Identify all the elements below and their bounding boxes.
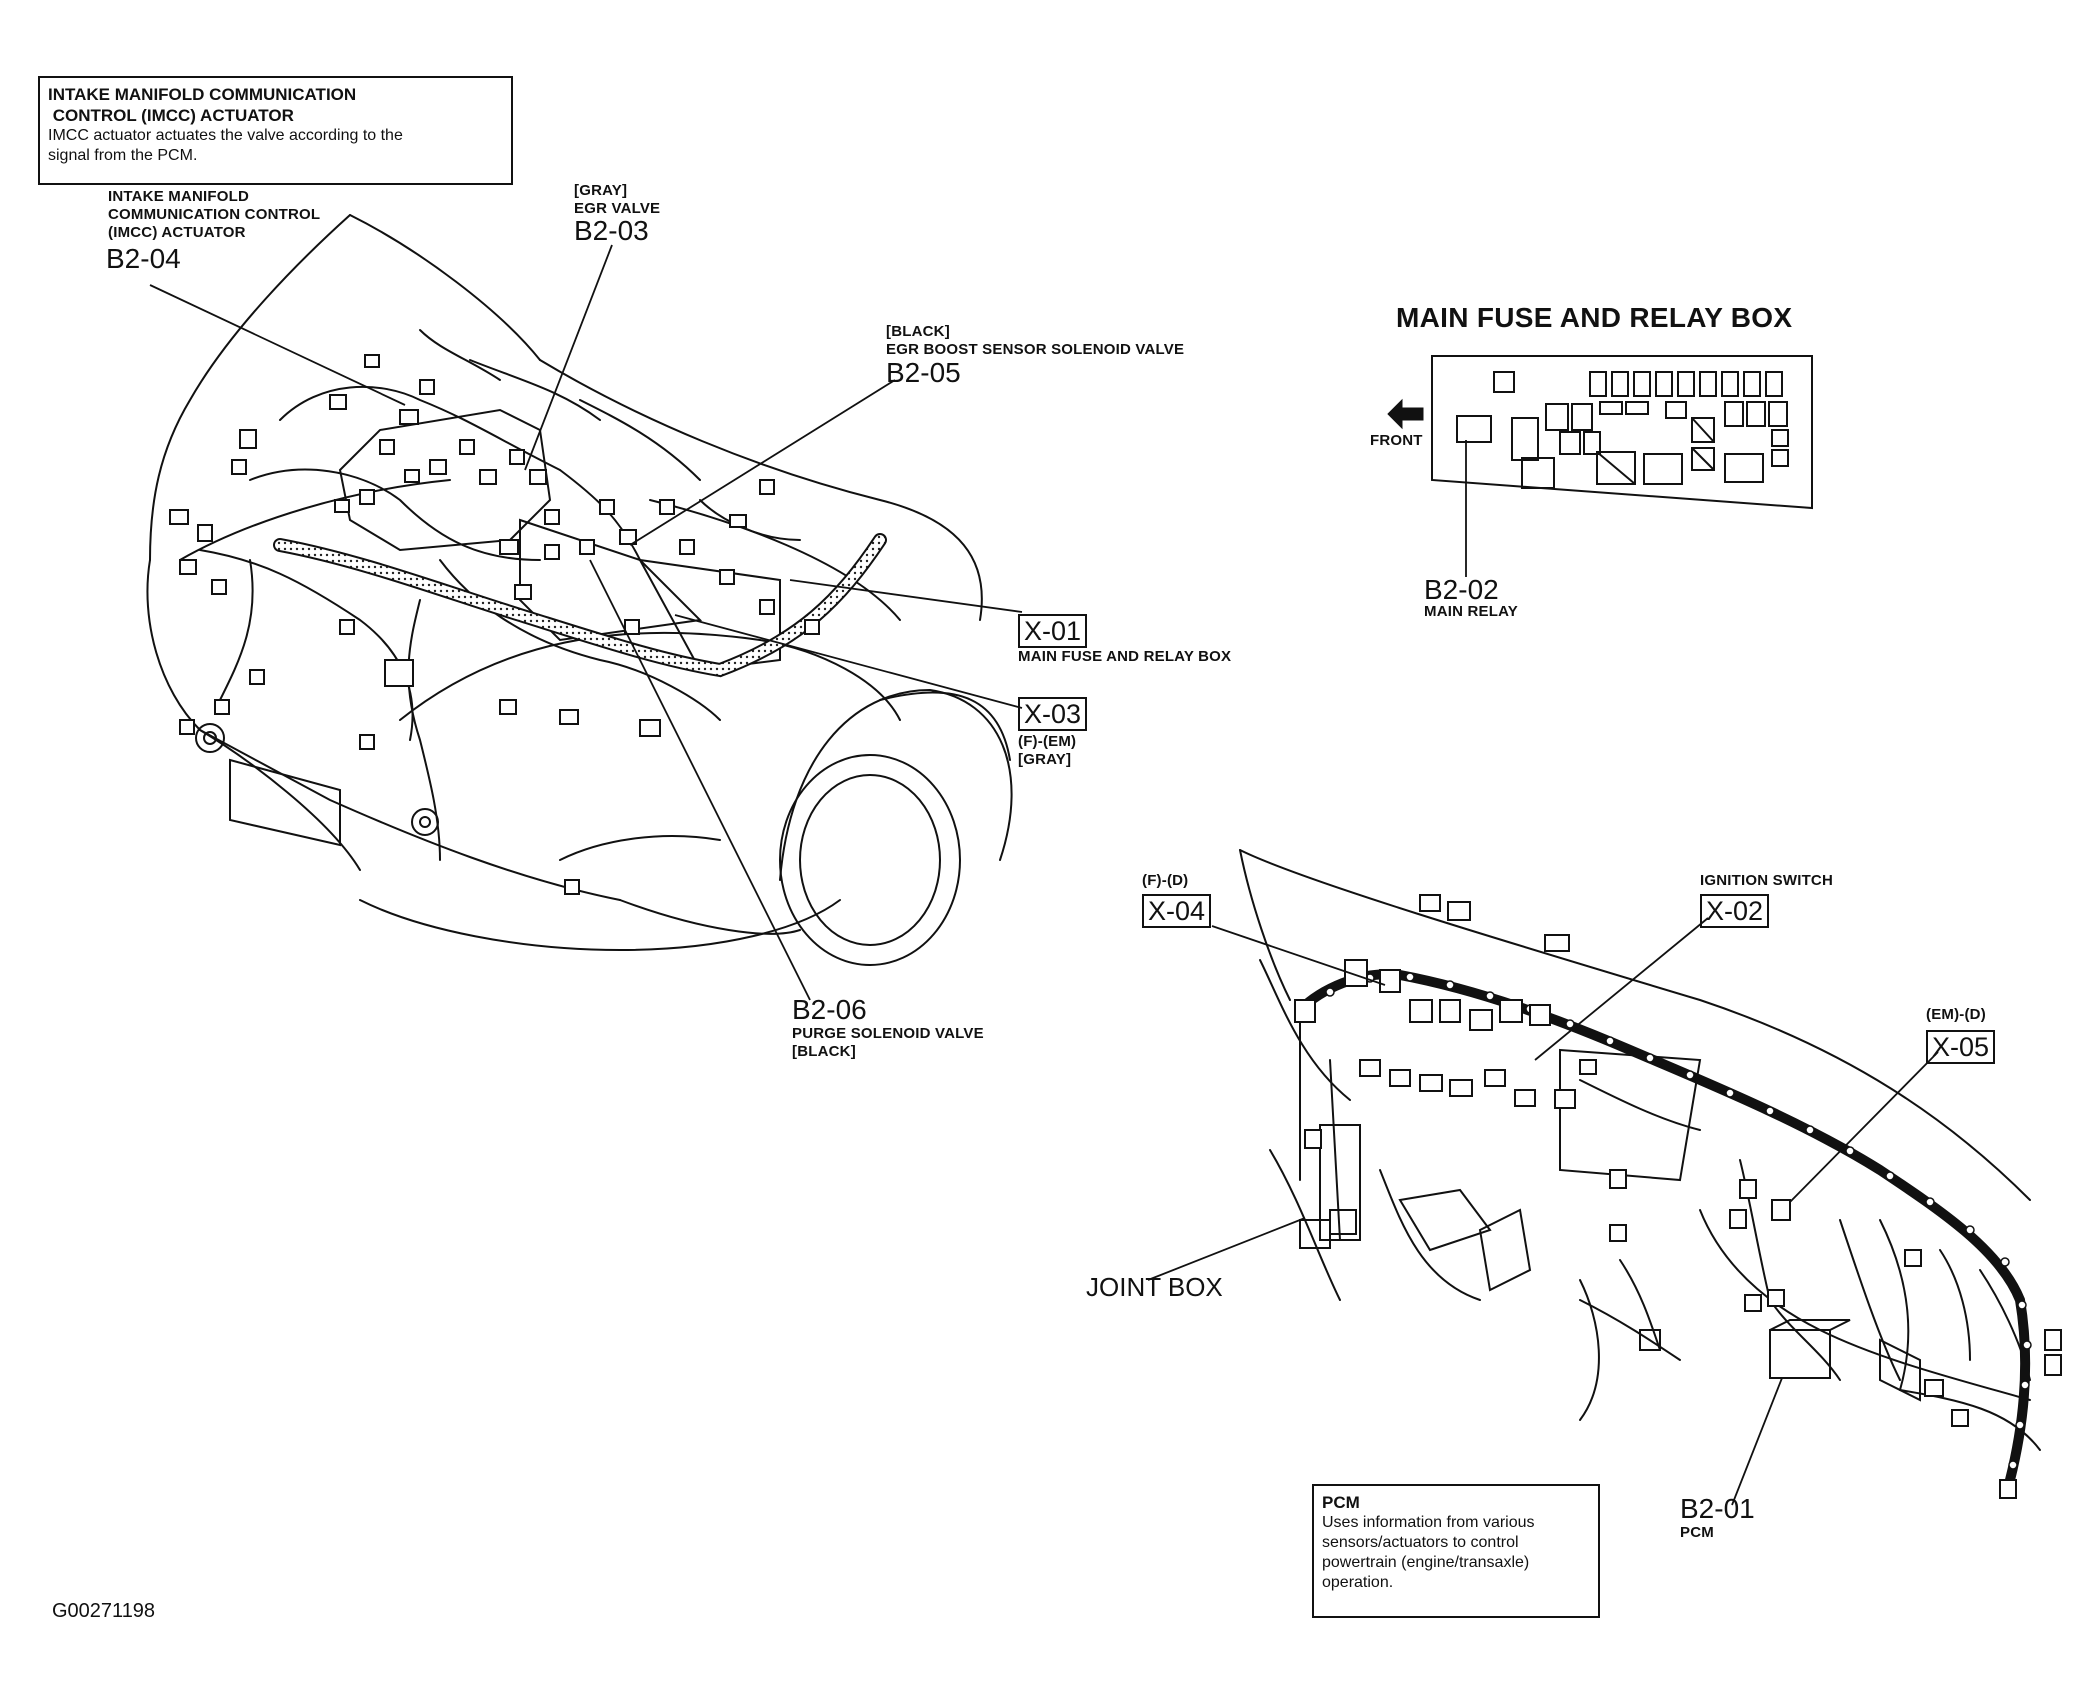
b2-01-code: B2-01 [1680, 1493, 1755, 1524]
b2-05-code: B2-05 [886, 357, 961, 388]
x-04-label: X-04 [1142, 894, 1212, 928]
b2-06-description: PURGE SOLENOID VALVE [BLACK] [792, 1025, 984, 1060]
x-05-label: X-05 [1926, 1030, 1996, 1064]
joint-box-label: JOINT BOX [1086, 1272, 1223, 1302]
b2-05-description: [BLACK] EGR BOOST SENSOR SOLENOID VALVE [886, 323, 1185, 358]
x-04-description: (F)-(D) [1142, 872, 1189, 889]
b2-04-description: INTAKE MANIFOLD COMMUNICATION CONTROL (I… [108, 188, 321, 241]
engine-connectors [169, 354, 820, 895]
imcc-note-box: INTAKE MANIFOLD COMMUNICATION CONTROL (I… [38, 76, 513, 185]
b2-06-code: B2-06 [792, 994, 867, 1025]
leader-lines [149, 244, 1939, 1506]
imcc-note-title: INTAKE MANIFOLD COMMUNICATION CONTROL (I… [48, 85, 357, 125]
b2-02-code: B2-02 [1424, 574, 1499, 605]
x-01-label: X-01 [1018, 614, 1088, 648]
b2-03-code: B2-03 [574, 215, 649, 246]
front-arrow [1387, 398, 1424, 430]
pcm-note-title: PCM [1322, 1493, 1360, 1512]
dash-drawing [1239, 849, 2041, 1451]
x-01-description: MAIN FUSE AND RELAY BOX [1018, 648, 1232, 665]
ignition-switch-label: IGNITION SWITCH [1700, 872, 1833, 889]
engine-bay-drawing [146, 214, 1013, 966]
fuse-box-title: MAIN FUSE AND RELAY BOX [1396, 302, 1793, 333]
figure-id: G00271198 [52, 1600, 156, 1622]
x-03-label: X-03 [1018, 697, 1088, 731]
imcc-note-text: IMCC actuator actuates the valve accordi… [48, 127, 403, 164]
b2-04-code: B2-04 [106, 243, 181, 274]
x-05-description: (EM)-(D) [1926, 1006, 1986, 1023]
pcm-note-box: PCM Uses information from various sensor… [1312, 1484, 1600, 1618]
fuse-box-drawing [1431, 355, 1813, 510]
x-02-label: X-02 [1700, 894, 1770, 928]
x-03-description: (F)-(EM) [GRAY] [1018, 733, 1077, 768]
pcm-note-text: Uses information from various sensors/ac… [1322, 1514, 1535, 1591]
front-label: FRONT [1370, 432, 1423, 449]
dash-harness [1295, 969, 2031, 1485]
b2-03-description: [GRAY] EGR VALVE [574, 182, 661, 217]
dash-harness-beads [1325, 972, 2032, 1470]
engine-harness-band [273, 533, 887, 678]
b2-02-description: MAIN RELAY [1424, 603, 1518, 620]
dash-connectors [1294, 894, 2062, 1499]
b2-01-description: PCM [1680, 1524, 1714, 1541]
